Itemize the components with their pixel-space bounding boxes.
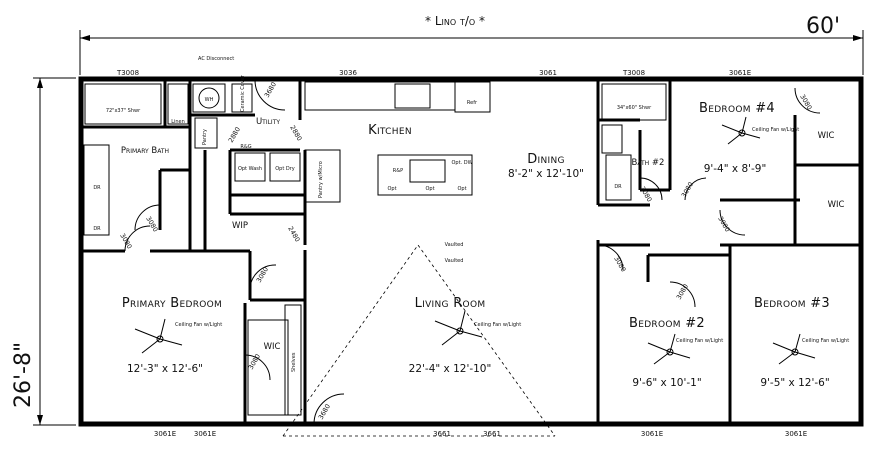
room-dining: Dining bbox=[527, 152, 565, 167]
rag-label: R&G bbox=[240, 144, 251, 150]
window-label: 3661 bbox=[433, 430, 451, 438]
opt-dw-label: Opt. DW bbox=[451, 160, 472, 166]
window-label: 3061E bbox=[785, 430, 807, 438]
room-utility: Utility bbox=[256, 117, 280, 127]
width-dimension bbox=[79, 30, 864, 75]
dr-label: DR bbox=[93, 185, 101, 191]
door-label: 3080 bbox=[638, 185, 653, 203]
room-bedroom-2-size: 9'-6" x 10'-1" bbox=[632, 377, 701, 389]
room-living-size: 22'-4" x 12'-10" bbox=[409, 363, 492, 375]
window-label: T3008 bbox=[116, 69, 139, 77]
window-label: T3008 bbox=[622, 69, 645, 77]
window-label: 3036 bbox=[339, 69, 357, 77]
linen-label: Linen bbox=[171, 119, 185, 125]
ceiling-fan-label: Ceiling Fan w/Light bbox=[474, 322, 521, 328]
room-wip: WIP bbox=[232, 221, 248, 231]
window-label: 3661 bbox=[483, 430, 501, 438]
door-label: 2480 bbox=[286, 225, 301, 243]
fixtures bbox=[83, 83, 667, 416]
door-label: 2880 bbox=[227, 126, 242, 144]
room-bedroom-3: Bedroom #3 bbox=[754, 296, 830, 311]
top-note: * Lino t/o * bbox=[425, 14, 485, 28]
door-label: 3080 bbox=[675, 283, 690, 301]
dr-label: DR bbox=[93, 226, 101, 232]
room-primary-bedroom-size: 12'-3" x 12'-6" bbox=[127, 363, 203, 375]
window-label: 3061E bbox=[154, 430, 176, 438]
room-living: Living Room bbox=[415, 296, 486, 311]
ceiling-fan-icon bbox=[647, 333, 691, 365]
room-bedroom-4-size: 9'-4" x 8'-9" bbox=[704, 163, 767, 175]
opt-wash-label: Opt Wash bbox=[238, 166, 262, 172]
vaulted-label: Vaulted bbox=[445, 242, 464, 248]
door-label: 3080 bbox=[680, 181, 695, 199]
overall-width: 60' bbox=[806, 14, 840, 39]
ceiling-fan-icon bbox=[434, 310, 483, 346]
room-dining-size: 8'-2" x 12'-10" bbox=[508, 168, 584, 180]
ceiling-fan-label: Ceiling Fan w/Light bbox=[802, 338, 849, 344]
window-label: 3061E bbox=[641, 430, 663, 438]
window-label: 3061 bbox=[539, 69, 557, 77]
room-wic-bedroom-4: WIC bbox=[818, 131, 835, 141]
window-label: 3061E bbox=[729, 69, 751, 77]
room-wic-primary: WIC bbox=[264, 342, 281, 352]
overall-depth: 26'-8" bbox=[11, 342, 36, 408]
door-label: 3680 bbox=[263, 81, 278, 99]
ceiling-fan-icon bbox=[721, 116, 761, 145]
window-label: 3061E bbox=[194, 430, 216, 438]
room-wic-bedroom-3: WIC bbox=[828, 200, 845, 210]
room-kitchen: Kitchen bbox=[368, 123, 412, 138]
pantry-label: Pantry bbox=[202, 129, 208, 145]
shelves-label: Shelves bbox=[291, 352, 297, 372]
room-primary-bedroom: Primary Bedroom bbox=[122, 296, 222, 311]
door-label: 3080 bbox=[798, 93, 813, 111]
ac-disconnect-label: AC Disconnect bbox=[198, 56, 234, 62]
ceiling-fan-label: Ceiling Fan w/Light bbox=[676, 338, 723, 344]
ceramic-cover-label: Ceramic Cover bbox=[240, 74, 246, 112]
door-label: 3080 bbox=[612, 255, 627, 273]
shower-primary-label: 72"x37" Shwr bbox=[106, 108, 141, 114]
refr-label: Refr bbox=[467, 100, 478, 106]
door-swings bbox=[124, 79, 821, 425]
opt-dry-label: Opt Dry bbox=[275, 166, 295, 172]
ceiling-fan-label: Ceiling Fan w/Light bbox=[175, 322, 222, 328]
room-primary-bath: Primary Bath bbox=[121, 146, 169, 156]
depth-dimension bbox=[33, 77, 76, 426]
shower-bath2-label: 34"x60" Shwr bbox=[617, 105, 652, 111]
ceiling-fan-icon bbox=[772, 333, 816, 365]
opt-label: Opt bbox=[425, 186, 434, 192]
door-label: 2880 bbox=[288, 124, 303, 142]
door-label: 3080 bbox=[144, 215, 159, 233]
door-label: 3080 bbox=[255, 266, 270, 284]
pantry-micro-label: Pantry w/Micro bbox=[318, 161, 324, 198]
opt-label: Opt bbox=[387, 186, 396, 192]
vaulted-label: Vaulted bbox=[445, 258, 464, 264]
opt-label: Opt bbox=[457, 186, 466, 192]
room-bath-2: Bath #2 bbox=[632, 158, 665, 168]
room-bedroom-2: Bedroom #2 bbox=[629, 316, 705, 331]
kitchen-counters bbox=[304, 81, 491, 203]
vaulted-ceiling-outline bbox=[282, 244, 556, 437]
door-label: 3680 bbox=[317, 403, 332, 421]
wh-label: WH bbox=[205, 97, 214, 103]
room-bedroom-4: Bedroom #4 bbox=[699, 101, 775, 116]
ceiling-fan-icon bbox=[134, 318, 183, 354]
ceiling-fan-label: Ceiling Fan w/Light bbox=[752, 127, 799, 133]
room-bedroom-3-size: 9'-5" x 12'-6" bbox=[760, 377, 829, 389]
dr-label: DR bbox=[614, 184, 622, 190]
rp-label: R&P bbox=[393, 168, 403, 174]
door-label: 3080 bbox=[716, 215, 731, 233]
